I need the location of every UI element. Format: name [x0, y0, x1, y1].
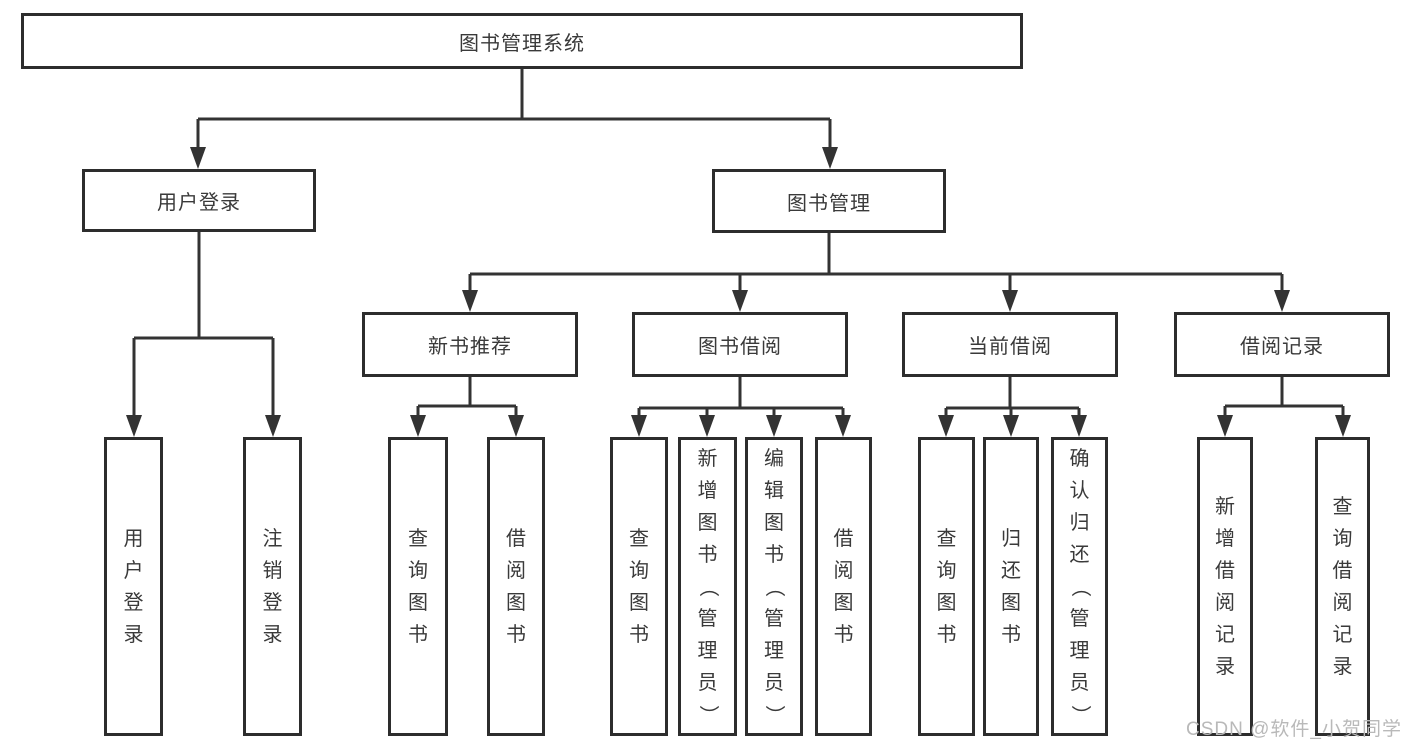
leaf-add-borrow-record: 新增借阅记录	[1197, 437, 1253, 736]
leaf-user-login: 用户登录	[104, 437, 163, 736]
leaf-logout: 注销登录	[243, 437, 302, 736]
leaf-query-books-recommend: 查询图书	[388, 437, 448, 736]
leaf-return-book: 归还图书	[983, 437, 1039, 736]
leaf-borrow-books-recommend: 借阅图书	[487, 437, 545, 736]
leaf-query-books-borrowing: 查询图书	[610, 437, 668, 736]
node-user-login-group: 用户登录	[82, 169, 316, 232]
leaf-borrow-books-borrowing: 借阅图书	[815, 437, 872, 736]
node-book-borrowing: 图书借阅	[632, 312, 848, 377]
leaf-query-books-current: 查询图书	[918, 437, 975, 736]
leaf-edit-book-admin: 编辑图书（管理员）	[745, 437, 803, 736]
node-new-book-recommend: 新书推荐	[362, 312, 578, 377]
node-current-borrowing: 当前借阅	[902, 312, 1118, 377]
leaf-query-borrow-record: 查询借阅记录	[1315, 437, 1370, 736]
watermark: CSDN @软件_小贺同学	[1186, 719, 1402, 740]
node-borrowing-records: 借阅记录	[1174, 312, 1390, 377]
leaf-confirm-return-admin: 确认归还（管理员）	[1051, 437, 1108, 736]
node-book-management: 图书管理	[712, 169, 946, 233]
node-root: 图书管理系统	[21, 13, 1023, 69]
leaf-add-book-admin: 新增图书（管理员）	[678, 437, 737, 736]
